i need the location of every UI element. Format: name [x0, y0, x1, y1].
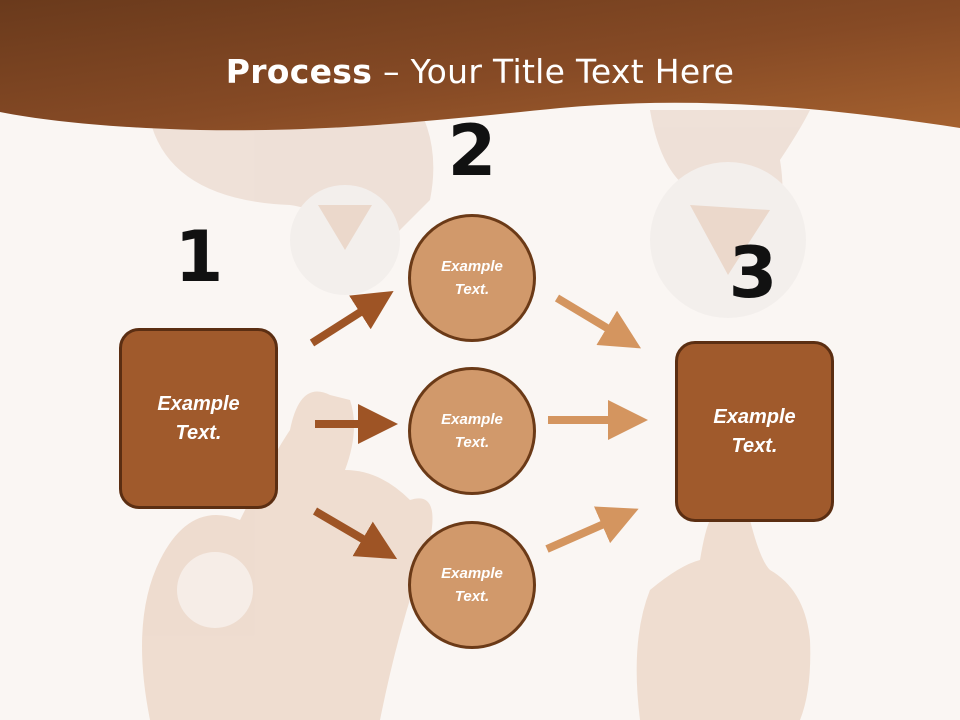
arrow-from-circle-3 — [545, 506, 639, 553]
step-number-2: 2 — [447, 110, 497, 192]
process-circle-2: Example Text. — [408, 367, 536, 495]
title-separator: – — [372, 52, 411, 91]
process-circle-2-text: Example Text. — [441, 411, 503, 451]
process-circle-1: Example Text. — [408, 214, 536, 342]
title-bold: Process — [225, 52, 373, 91]
arrow-from-circle-1 — [554, 294, 642, 349]
arrow-to-circle-3 — [312, 507, 398, 560]
slide-title: Process – Your Title Text Here — [0, 52, 960, 91]
process-circle-3: Example Text. — [408, 521, 536, 649]
step-number-3: 3 — [728, 232, 778, 314]
process-circle-1-text: Example Text. — [441, 258, 503, 298]
title-text: Your Title Text Here — [410, 52, 735, 91]
step-1-box: Example Text. — [119, 328, 278, 509]
process-circle-3-text: Example Text. — [441, 565, 503, 605]
hand-photos — [142, 110, 811, 720]
step-3-box-text: Example Text. — [713, 405, 796, 457]
step-number-1: 1 — [174, 216, 224, 298]
header-band — [0, 0, 960, 131]
step-1-box-text: Example Text. — [157, 392, 240, 444]
step-3-box: Example Text. — [675, 341, 834, 522]
arrow-to-circle-1 — [309, 290, 394, 347]
